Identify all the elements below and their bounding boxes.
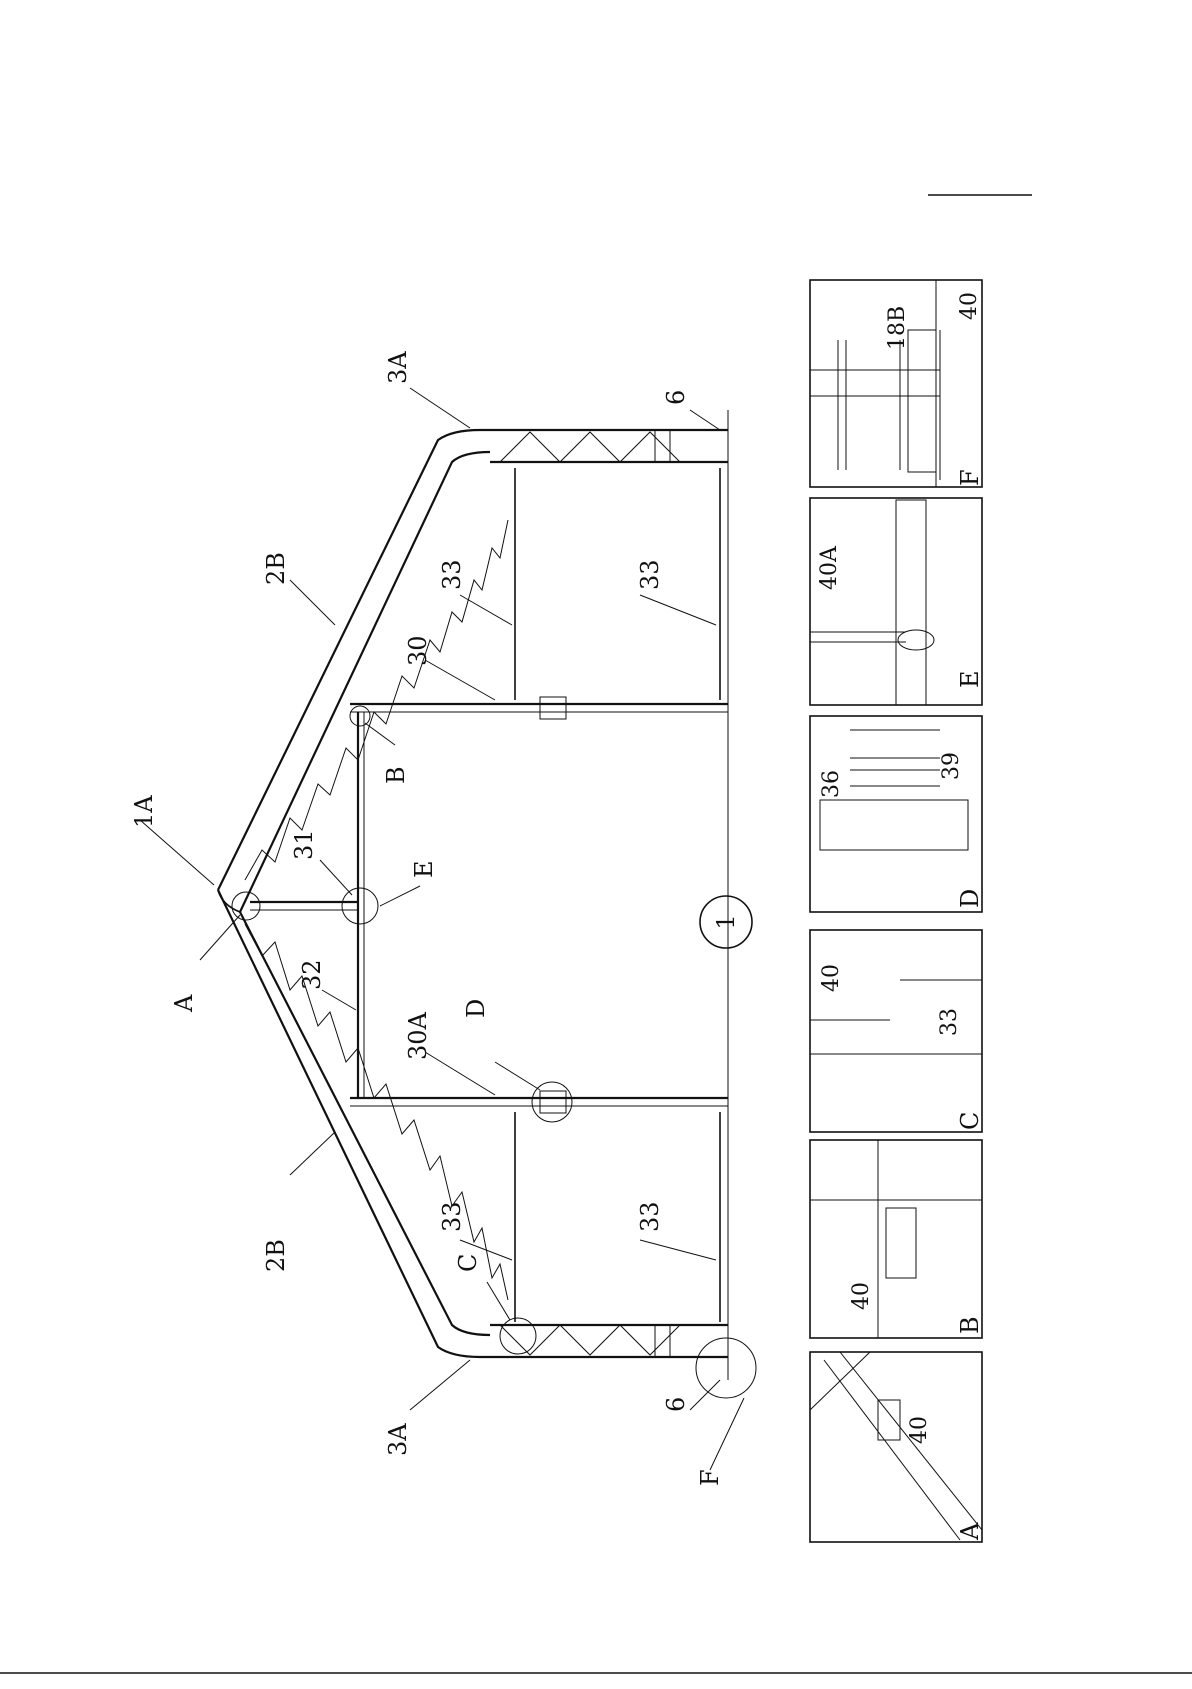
detail-D-part-39: 39 bbox=[939, 752, 964, 780]
detail-panel-F: 18B 40 F bbox=[810, 280, 984, 487]
main-labels: 1A 2B 2B 3A 3A 6 6 30 30A 31 32 33 33 33… bbox=[130, 351, 724, 1486]
detail-E-letter: E bbox=[956, 670, 984, 688]
detail-circle-A bbox=[232, 892, 260, 920]
detail-panel-E: 40A E bbox=[810, 498, 984, 705]
detail-circle-E bbox=[342, 888, 378, 924]
detail-panel-B: 40 B bbox=[810, 1140, 984, 1338]
detail-B-part-40: 40 bbox=[849, 1282, 874, 1310]
detail-C-part-33: 33 bbox=[937, 1008, 962, 1036]
detail-A-letter: A bbox=[956, 1522, 984, 1541]
roof-chord-inner-top bbox=[240, 452, 490, 912]
label-2B-bottom: 2B bbox=[262, 1239, 290, 1272]
label-B: B bbox=[382, 766, 410, 784]
detail-D-letter: D bbox=[956, 889, 984, 908]
label-D: D bbox=[462, 999, 490, 1018]
detail-D-part-36: 36 bbox=[819, 770, 844, 798]
label-F: F bbox=[696, 1469, 724, 1486]
label-E: E bbox=[410, 860, 438, 878]
label-32: 32 bbox=[298, 959, 326, 990]
detail-panel-D: 36 39 D bbox=[810, 716, 984, 912]
label-30A: 30A bbox=[404, 1011, 432, 1060]
label-6-bottom: 6 bbox=[662, 1397, 690, 1412]
detail-A-part-40: 40 bbox=[907, 1416, 932, 1444]
apex-joint bbox=[218, 890, 240, 912]
detail-B-letter: B bbox=[956, 1316, 984, 1334]
detail-F-part-18B: 18B bbox=[885, 306, 910, 350]
label-2B-top: 2B bbox=[262, 552, 290, 585]
detail-E-part-40A: 40A bbox=[817, 545, 842, 590]
detail-panel-C: 40 33 C bbox=[810, 930, 984, 1132]
label-6-top: 6 bbox=[662, 390, 690, 405]
label-A: A bbox=[170, 994, 198, 1013]
detail-F-letter: F bbox=[956, 469, 984, 486]
label-C: C bbox=[454, 1254, 482, 1272]
label-33-a: 33 bbox=[438, 559, 466, 590]
side-truss-top-web bbox=[500, 432, 680, 462]
detail-circle-B bbox=[350, 706, 370, 726]
label-30: 30 bbox=[404, 635, 432, 666]
label-33-d: 33 bbox=[636, 1201, 664, 1232]
label-33-b: 33 bbox=[636, 559, 664, 590]
detail-panel-A: 40 A bbox=[810, 1352, 984, 1542]
label-3A-bottom: 3A bbox=[384, 1423, 412, 1456]
detail-F-part-40: 40 bbox=[957, 292, 982, 320]
detail-C-letter: C bbox=[956, 1112, 984, 1130]
roof-chord-outer-top bbox=[218, 430, 480, 890]
detail-circle-C bbox=[500, 1318, 536, 1354]
figure-number: 1 bbox=[712, 914, 740, 929]
label-3A-top: 3A bbox=[384, 351, 412, 384]
detail-C-part-40: 40 bbox=[819, 964, 844, 992]
joint-plate-30A bbox=[540, 1091, 566, 1113]
joint-plate-30 bbox=[540, 697, 566, 719]
detail-circle-F bbox=[696, 1338, 756, 1398]
label-33-c: 33 bbox=[438, 1201, 466, 1232]
label-1A: 1A bbox=[130, 795, 158, 828]
side-truss-bottom-web bbox=[500, 1325, 680, 1355]
label-31: 31 bbox=[290, 829, 318, 860]
